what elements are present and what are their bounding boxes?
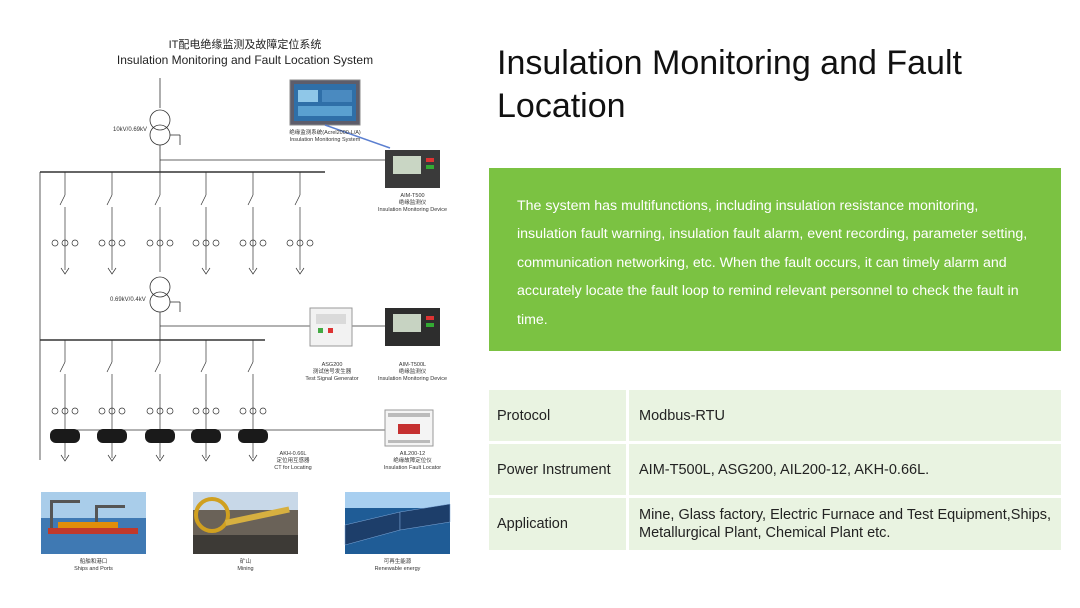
transformer2-label: 0.69kV/0.4kV [110, 297, 146, 303]
ct-sensors [50, 429, 268, 443]
ail200-label: AIL200-12 绝缘故障定位仪 Insulation Fault Locat… [370, 451, 455, 472]
ims-label: 绝缘监测系统(Acrel2000-L/A) Insulation Monitor… [270, 130, 380, 144]
photo-caption-mining-en: Mining [237, 566, 254, 572]
transformer1-label: 10kV/0.69kV [113, 127, 148, 133]
diagram-title-en: Insulation Monitoring and Fault Location… [116, 53, 374, 67]
photo-caption-ships-en: Ships and Ports [74, 566, 113, 572]
asg200-label: ASG200 测试信号发生器 Test Signal Generator [292, 362, 372, 383]
table-row: Application Mine, Glass factory, Electri… [489, 498, 1061, 550]
asg200-cn: 测试信号发生器 [312, 369, 352, 375]
akh-en: CT for Locating [274, 465, 312, 471]
table-value-power-instrument: AIM-T500L, ASG200, AIL200-12, AKH-0.66L. [639, 461, 930, 478]
aim-t500-model: AIM-T500 [400, 193, 425, 199]
wiring-diagram [39, 78, 451, 554]
transformer1-upper-coil [149, 109, 171, 131]
ims-label-cn: 绝缘监测系统(Acrel2000-L/A) [289, 130, 361, 136]
table-row: Protocol Modbus-RTU [489, 390, 1061, 441]
table-key-application: Application [489, 498, 629, 550]
system-diagram: IT配电绝缘监测及故障定位系统 Insulation Monitoring an… [0, 0, 480, 608]
photo-ships [41, 492, 146, 554]
ail200-model: AIL200-12 [399, 451, 426, 457]
bus1-branches [51, 172, 314, 275]
photo-caption-mining: 矿山 Mining [193, 559, 298, 573]
photo-caption-renewable-en: Renewable energy [374, 566, 421, 572]
ail200-device [384, 409, 434, 447]
description-text: The system has multifunctions, including… [517, 198, 1028, 328]
aim-t500l-device [385, 308, 440, 346]
spec-table: Protocol Modbus-RTU Power Instrument AIM… [489, 390, 1061, 553]
page-title: Insulation Monitoring and Fault Location [497, 44, 962, 125]
aim-t500l-cn: 绝缘监测仪 [398, 369, 427, 375]
aim-t500-cn: 绝缘监测仪 [398, 200, 427, 206]
photo-caption-ships: 船舶和港口 Ships and Ports [41, 559, 146, 573]
akh-cn: 定位用互感器 [276, 458, 310, 464]
aim-t500l-model: AIM-T500L [398, 362, 427, 368]
photo-renewable [344, 492, 451, 554]
diagram-title-cn: IT配电绝缘监测及故障定位系统 [168, 39, 322, 51]
table-key-protocol: Protocol [489, 390, 629, 441]
photo-caption-renewable: 可再生能源 Renewable energy [345, 559, 450, 573]
table-key-power-instrument: Power Instrument [489, 444, 629, 495]
table-row: Power Instrument AIM-T500L, ASG200, AIL2… [489, 444, 1061, 495]
photo-caption-ships-cn: 船舶和港口 [79, 559, 108, 565]
photo-mining [193, 492, 298, 554]
table-value-application: Mine, Glass factory, Electric Furnace an… [639, 507, 1052, 541]
description-panel: The system has multifunctions, including… [489, 168, 1061, 351]
bus2-branches [51, 340, 390, 462]
transformer2-lower-coil [149, 291, 171, 313]
aim-t500l-label: AIM-T500L 绝缘监测仪 Insulation Monitoring De… [370, 362, 455, 383]
aim-t500-label: AIM-T500 绝缘监测仪 Insulation Monitoring Dev… [370, 193, 455, 214]
transformer2-upper-coil [149, 276, 171, 298]
akh-model: AKH-0.66L [279, 451, 307, 457]
asg200-device [309, 307, 353, 347]
aim-t500-en: Insulation Monitoring Device [377, 207, 448, 213]
transformer1-lower-coil [149, 124, 171, 146]
monitoring-system-screen [289, 79, 391, 149]
table-value-protocol: Modbus-RTU [639, 407, 725, 424]
asg200-model: ASG200 [321, 362, 343, 368]
photo-caption-renewable-cn: 可再生能源 [383, 559, 412, 565]
photo-caption-mining-cn: 矿山 [239, 559, 251, 565]
ims-label-en: Insulation Monitoring System [289, 137, 361, 143]
ail200-en: Insulation Fault Locator [383, 465, 442, 471]
ail200-cn: 绝缘故障定位仪 [393, 458, 432, 464]
asg200-en: Test Signal Generator [305, 376, 359, 382]
aim-t500-device [385, 150, 440, 188]
aim-t500l-en: Insulation Monitoring Device [377, 376, 448, 382]
akh-label: AKH-0.66L 定位用互感器 CT for Locating [258, 451, 328, 472]
